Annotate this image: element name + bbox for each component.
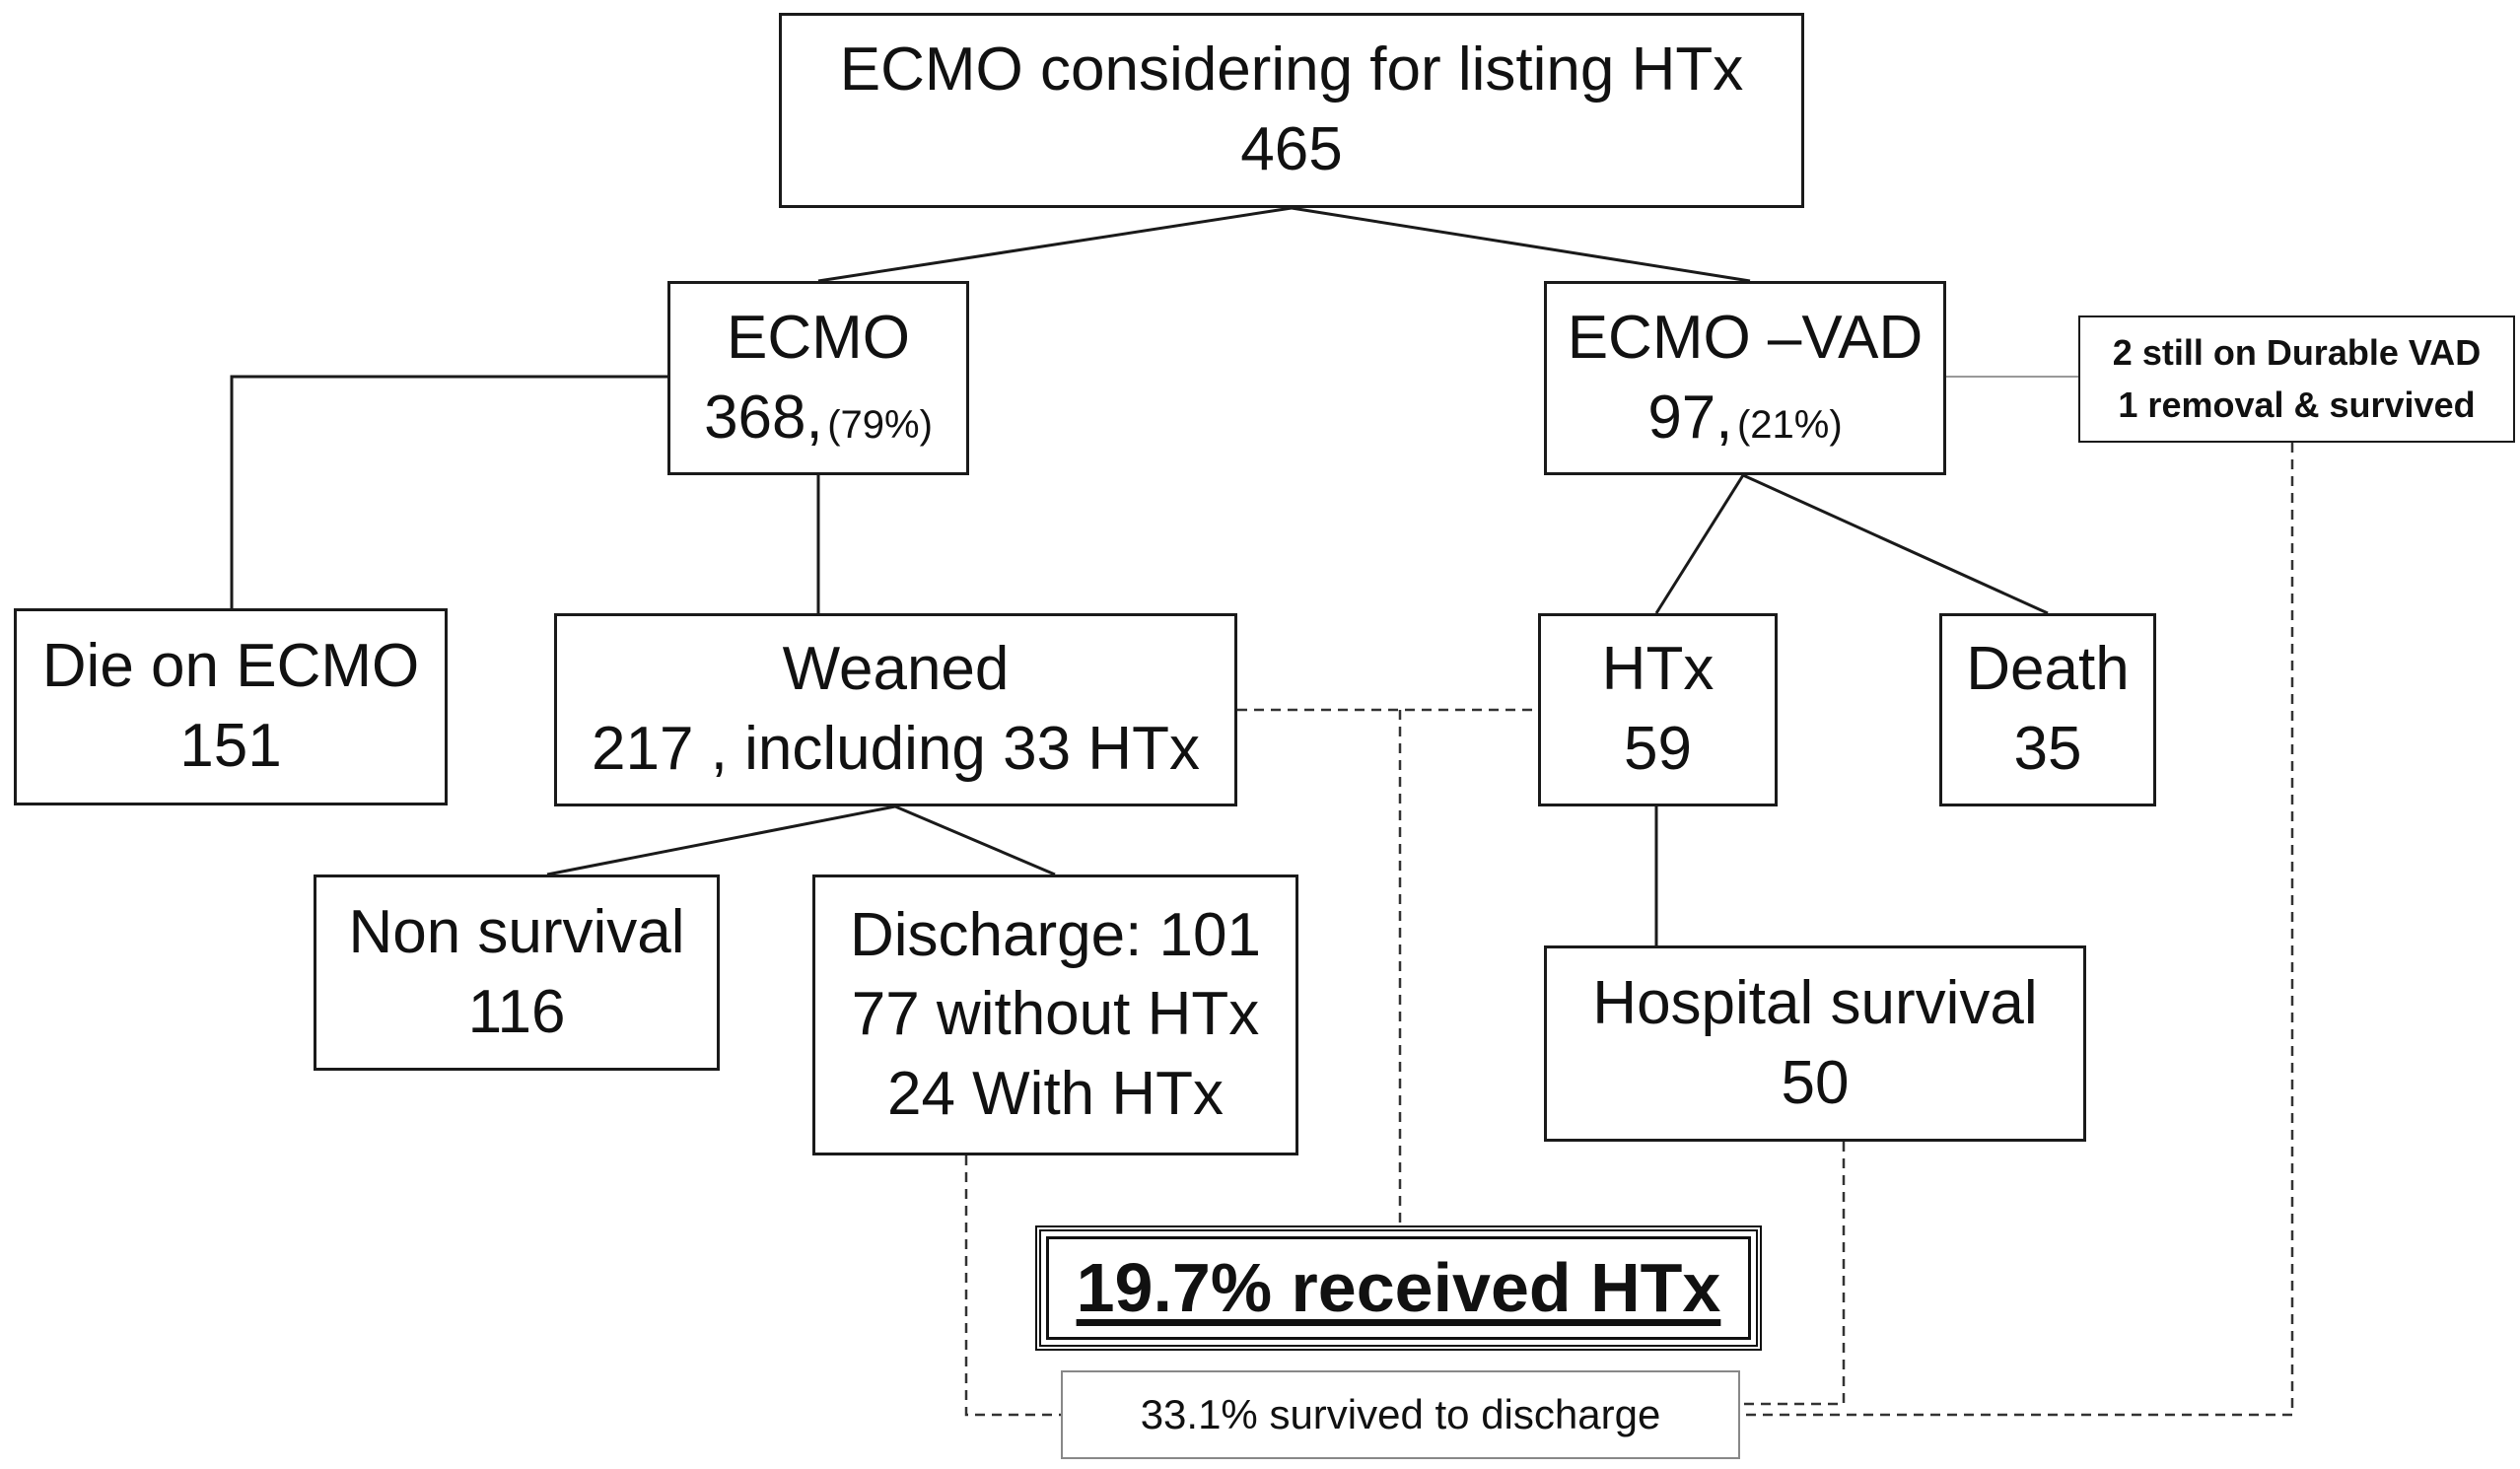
survival-note-label: 33.1% survived to discharge (1140, 1390, 1661, 1437)
connector-root-ecmo (817, 206, 1293, 283)
result-label: 19.7% received HTx (1076, 1249, 1721, 1326)
root-count: 465 (1240, 115, 1343, 183)
connector-vad-htx (1654, 474, 1745, 614)
non-survival-node: Non survival 116 (314, 874, 720, 1071)
connector-root-ecmo-vad (1291, 206, 1751, 283)
weaned-detail: 217 , including 33 HTx (592, 715, 1200, 783)
connector-weaned-discharge (894, 804, 1056, 876)
vad-note-line1: 2 still on Durable VAD (2112, 332, 2482, 374)
root-title: ECMO considering for listing HTx (839, 35, 1744, 105)
ecmo-vad-label: ECMO –VAD (1567, 303, 1924, 372)
connector-ecmo-die (230, 375, 672, 608)
death-count: 35 (2013, 715, 2082, 783)
dashed-discharge-survival (964, 1155, 1061, 1417)
discharge-line2: 77 without HTx (851, 980, 1260, 1049)
root-node: ECMO considering for listing HTx 465 (779, 13, 1804, 208)
discharge-line1: Discharge: 101 (849, 900, 1262, 969)
ecmo-label: ECMO (727, 303, 910, 372)
discharge-line3: 24 With HTx (886, 1059, 1225, 1128)
connector-weaned-nonsurvival (546, 804, 896, 876)
ecmo-percent: (79%) (827, 402, 933, 447)
htx-label: HTx (1601, 635, 1715, 704)
vad-note-line2: 1 removal & survived (2118, 384, 2476, 425)
ecmo-vad-node: ECMO –VAD 97, (21%) (1544, 281, 1946, 475)
ecmo-stats: 368, (79%) (704, 379, 933, 458)
non-survival-count: 116 (467, 977, 566, 1046)
htx-node: HTx 59 (1538, 613, 1778, 806)
ecmo-count: 368, (704, 383, 823, 452)
hospital-survival-count: 50 (1781, 1048, 1850, 1117)
ecmo-vad-count: 97, (1647, 383, 1733, 452)
death-node: Death 35 (1939, 613, 2156, 806)
weaned-node: Weaned 217 , including 33 HTx (554, 613, 1237, 806)
non-survival-label: Non survival (348, 897, 685, 966)
htx-count: 59 (1624, 715, 1692, 783)
dashed-note-survival (1740, 443, 2294, 1417)
weaned-label: Weaned (782, 635, 1010, 704)
vad-note-box: 2 still on Durable VAD 1 removal & survi… (2078, 315, 2515, 443)
die-on-ecmo-count: 151 (179, 712, 282, 780)
result-box: 19.7% received HTx (1035, 1225, 1762, 1351)
death-label: Death (1966, 635, 2130, 704)
die-on-ecmo-label: Die on ECMO (41, 632, 420, 701)
ecmo-vad-percent: (21%) (1736, 402, 1843, 447)
die-on-ecmo-node: Die on ECMO 151 (14, 608, 448, 805)
ecmo-node: ECMO 368, (79%) (667, 281, 969, 475)
hospital-survival-label: Hospital survival (1592, 968, 2038, 1037)
dashed-hospital-survival (1740, 1142, 1846, 1406)
survival-note-box: 33.1% survived to discharge (1061, 1370, 1740, 1459)
hospital-survival-node: Hospital survival 50 (1544, 945, 2086, 1142)
connector-vad-death (1742, 473, 2049, 615)
discharge-node: Discharge: 101 77 without HTx 24 With HT… (812, 874, 1298, 1155)
ecmo-vad-stats: 97, (21%) (1647, 379, 1842, 458)
